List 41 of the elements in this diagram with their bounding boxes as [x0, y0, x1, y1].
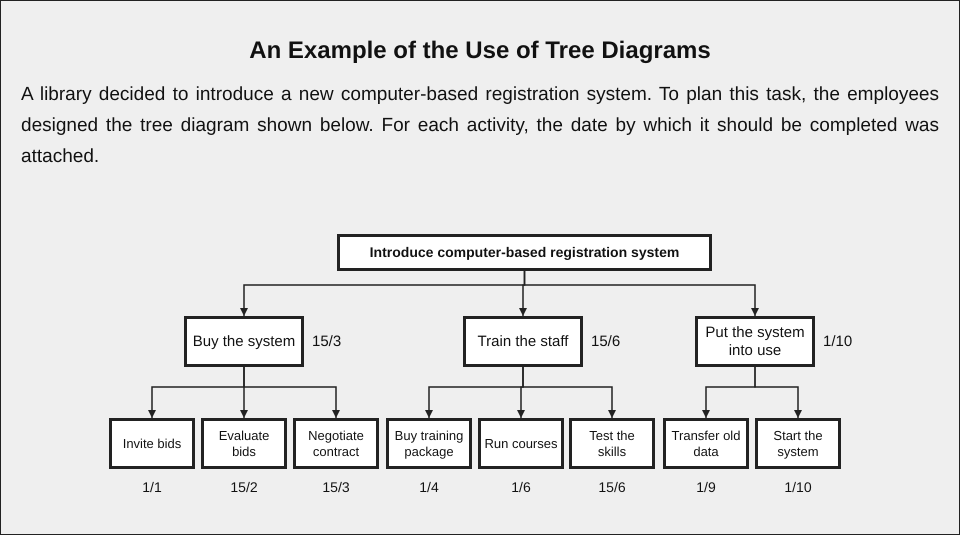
due-date: 1/10 [823, 332, 852, 350]
process-box [293, 418, 379, 469]
process-box [184, 316, 304, 367]
due-date: 1/1 [141, 479, 163, 495]
box-label: Introduce computer-based registration system [370, 244, 680, 261]
description-text: A library decided to introduce a new computer-based registration system. To plan this task, the employees designed the tree diagram shown below. For each activity, the date by which it should be completed was attached. [21, 83, 939, 169]
box-label: Run courses [484, 436, 558, 452]
due-date: 1/6 [510, 479, 532, 495]
box-label: Transfer old data [670, 428, 742, 460]
title: An Example of the Use of Tree Diagrams [248, 37, 712, 65]
process-box [201, 418, 287, 469]
process-box [478, 418, 564, 469]
process-box [755, 418, 841, 469]
process-box [695, 316, 815, 367]
due-date: 15/3 [312, 332, 342, 350]
box-label: Start the system [772, 428, 824, 460]
box-label: Put the system into use [704, 324, 806, 360]
arrow [754, 367, 802, 418]
arrow [522, 367, 616, 418]
due-date: 15/2 [229, 479, 259, 495]
due-date: 15/6 [591, 332, 620, 350]
process-box [463, 316, 583, 367]
due-date: 1/4 [418, 479, 440, 495]
process-box [386, 418, 472, 469]
due-date: 1/10 [783, 479, 813, 495]
arrow [524, 271, 759, 316]
due-date: 15/3 [321, 479, 351, 495]
box-label: Test the skills [588, 428, 636, 460]
box-label: Buy training package [394, 428, 464, 460]
process-box [337, 234, 712, 271]
box-label: Evaluate bids [218, 428, 270, 460]
box-label: Train the staff [478, 332, 568, 350]
box-label: Negotiate contract [307, 428, 365, 460]
due-date: 1/9 [695, 479, 717, 495]
process-box [663, 418, 749, 469]
arrow [243, 367, 340, 418]
box-label: Invite bids [122, 436, 182, 452]
box-label: Buy the system [192, 332, 296, 350]
process-box [109, 418, 195, 469]
due-date: 15/6 [597, 479, 627, 495]
process-box [569, 418, 655, 469]
